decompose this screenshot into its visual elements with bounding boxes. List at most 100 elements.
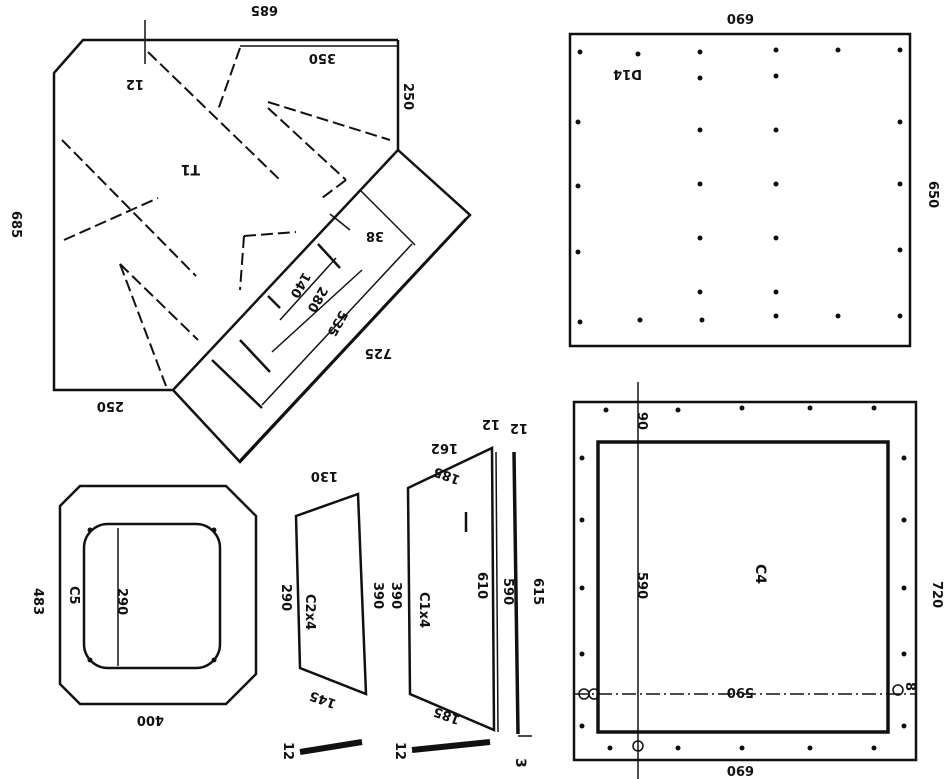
c4-hole	[675, 745, 681, 751]
d14-hole	[897, 247, 903, 253]
t1-dim-top: 685	[251, 2, 278, 17]
c1-top-inner-label: 185	[432, 463, 463, 486]
t1-label: T1	[181, 161, 200, 177]
c4-marker-left-2	[588, 688, 600, 700]
strip-2-label: 12	[392, 742, 407, 760]
d14-width-label: 690	[727, 10, 754, 25]
c4-hole	[739, 745, 745, 751]
t1-dim-inner-top: 350	[309, 50, 336, 65]
t1-extension-outline	[172, 149, 472, 464]
d14-hole	[697, 289, 703, 295]
t1-rail-8	[119, 263, 167, 387]
c4-hole	[901, 517, 907, 523]
panel-c2: C2x4 130 145 290 390	[278, 468, 385, 711]
d14-label: D14	[613, 66, 642, 81]
panel-c4: C4 690 720 590 590 90 8	[572, 382, 944, 779]
c4-hole	[579, 585, 585, 591]
c4-hole	[603, 407, 609, 413]
c4-holes	[579, 405, 907, 751]
t1-dim-280	[271, 269, 363, 353]
panel-c1-outline	[406, 446, 496, 732]
t1-rail-5	[321, 179, 347, 199]
c5-label: C5	[66, 586, 81, 605]
c5-width-label: 400	[137, 712, 164, 727]
d14-hole	[897, 181, 903, 187]
c4-hole	[901, 585, 907, 591]
panel-c5: C5 483 400 290	[30, 484, 258, 727]
c5-dot	[211, 657, 217, 663]
d14-hole	[897, 119, 903, 125]
strip-2	[411, 739, 491, 753]
strip-1	[299, 739, 363, 755]
d14-hole	[635, 51, 641, 57]
c4-hole	[901, 723, 907, 729]
bottom-strips: 12 12 3	[280, 735, 532, 768]
c4-hole	[901, 455, 907, 461]
d14-hole	[577, 319, 583, 325]
t1-rail-4	[267, 107, 347, 181]
panel-d14-outline	[568, 32, 912, 348]
c1-bottom-label: 185	[432, 703, 463, 726]
d14-hole	[575, 183, 581, 189]
c5-dot	[87, 657, 93, 663]
c4-offset-label: 90	[634, 412, 649, 430]
c4-hole	[807, 745, 813, 751]
d14-hole	[697, 127, 703, 133]
t1-ext-line-2	[329, 213, 351, 231]
t1-rail-7	[63, 197, 159, 241]
c4-hole	[579, 517, 585, 523]
c4-width-label: 690	[727, 762, 754, 777]
c4-inner-w-label: 590	[727, 684, 754, 699]
panel-d14: 690 650 D14	[568, 10, 940, 348]
c4-hole	[675, 407, 681, 413]
panel-c4-outer	[572, 400, 918, 762]
d14-hole	[773, 235, 779, 241]
d14-hole	[575, 249, 581, 255]
t1-ext-line-1	[359, 189, 416, 246]
panel-c2-outline	[294, 492, 368, 696]
c2-label: C2x4	[302, 594, 317, 630]
c2-left-label: 290	[278, 584, 293, 611]
panel-c5-inner	[82, 522, 222, 670]
c4-hole	[807, 405, 813, 411]
d14-height-label: 650	[925, 181, 940, 208]
d14-hole	[637, 317, 643, 323]
c4-hole	[739, 405, 745, 411]
c4-hole	[579, 723, 585, 729]
d14-hole	[897, 47, 903, 53]
c1-left-label: 390	[388, 582, 403, 609]
d14-hole	[835, 313, 841, 319]
d14-hole	[697, 75, 703, 81]
d14-hole	[575, 119, 581, 125]
strip-3-label: 3	[512, 758, 528, 768]
t1-dim-left: 685	[8, 211, 23, 238]
d14-hole	[773, 181, 779, 187]
c4-hole	[871, 745, 877, 751]
panel-t1: T1 685 685 250 250 350 12 725 535 280 14…	[8, 2, 472, 464]
t1-step-4	[211, 359, 263, 409]
c4-hole	[871, 405, 877, 411]
d14-hole	[697, 235, 703, 241]
c1-strip-label: 615	[530, 578, 545, 605]
t1-rail-2	[217, 47, 241, 111]
t1-dim-notch: 12	[126, 76, 144, 91]
c1-strip-w-label: 12	[510, 420, 528, 435]
c4-hole	[901, 651, 907, 657]
t1-dim-535	[261, 243, 413, 406]
c1-edge-line	[495, 451, 499, 733]
d14-hole	[773, 73, 779, 79]
c5-dot	[87, 527, 93, 533]
d14-hole	[773, 127, 779, 133]
c4-inner-h-label: 590	[634, 572, 649, 599]
d14-hole	[835, 47, 841, 53]
c2-top-label: 130	[311, 468, 338, 483]
c5-inner-label: 290	[114, 588, 129, 615]
t1-dim-gap: 38	[366, 228, 384, 243]
c1-edge-label: 590	[500, 578, 515, 605]
t1-step-1	[317, 243, 341, 269]
c4-height-label: 720	[929, 581, 944, 608]
t1-rail-1	[147, 51, 281, 181]
t1-dim-bottom: 250	[97, 398, 124, 413]
c1-right-label: 610	[474, 572, 489, 599]
